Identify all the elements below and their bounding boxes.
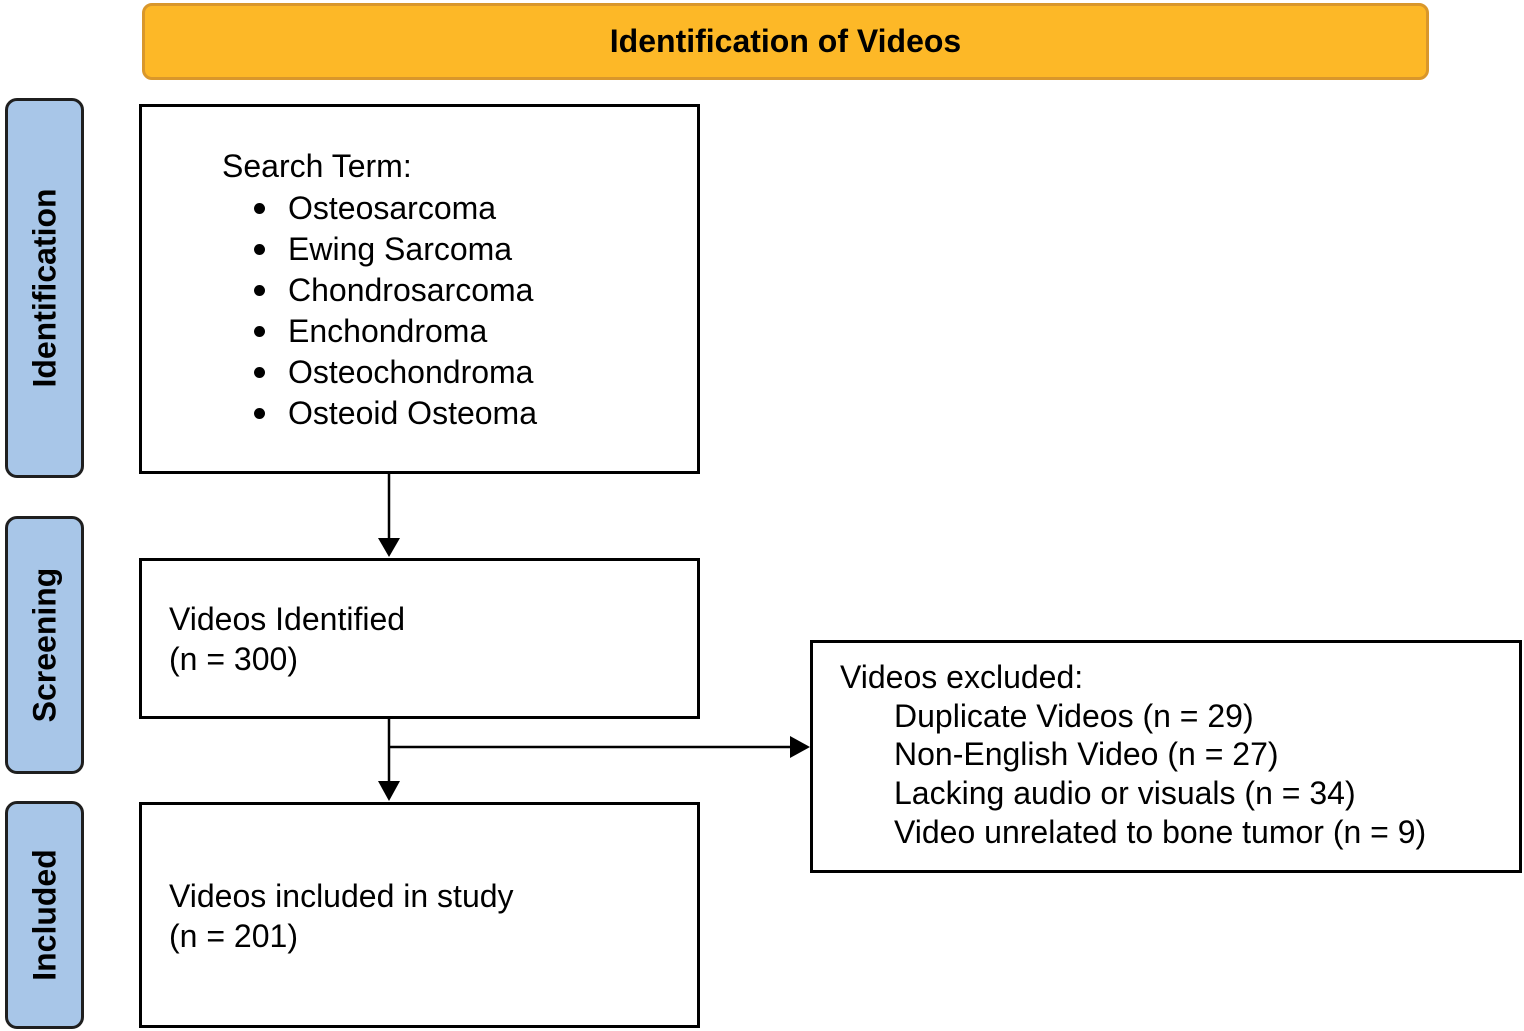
bullet-icon	[254, 326, 265, 337]
videos-identified-box	[139, 558, 700, 719]
videos-excluded-heading: Videos excluded:	[840, 659, 1084, 695]
search-term-box	[139, 104, 700, 474]
search-term-item: Enchondroma	[288, 313, 488, 349]
excluded-reason: Duplicate Videos (n = 29)	[894, 698, 1254, 734]
search-term-item: Ewing Sarcoma	[288, 231, 513, 267]
excluded-reason: Lacking audio or visuals (n = 34)	[894, 775, 1356, 811]
search-term-item: Chondrosarcoma	[288, 272, 534, 308]
arrowhead-down-icon	[378, 538, 400, 557]
search-term-item: Osteoid Osteoma	[288, 395, 537, 431]
bullet-icon	[254, 367, 265, 378]
videos-included-count: (n = 201)	[169, 918, 298, 954]
search-term-item: Osteosarcoma	[288, 190, 497, 226]
bullet-icon	[254, 285, 265, 296]
excluded-reason: Video unrelated to bone tumor (n = 9)	[894, 814, 1427, 850]
search-term-item: Osteochondroma	[288, 354, 534, 390]
search-term-heading: Search Term:	[222, 148, 412, 184]
header-title: Identification of Videos	[609, 23, 962, 59]
videos-identified-count: (n = 300)	[169, 641, 298, 677]
header-banner: Identification of Videos	[142, 3, 1429, 80]
arrowhead-down-icon	[378, 781, 400, 801]
bullet-icon	[254, 408, 265, 419]
bullet-icon	[254, 244, 265, 255]
phase-included: Included	[5, 801, 84, 1029]
videos-included-box	[139, 802, 700, 1028]
videos-included-label: Videos included in study	[169, 878, 514, 914]
excluded-reason: Non-English Video (n = 27)	[894, 736, 1279, 772]
videos-excluded-box	[810, 640, 1522, 873]
phase-screening: Screening	[5, 516, 84, 774]
arrowhead-right-icon	[790, 736, 810, 758]
videos-identified-label: Videos Identified	[169, 601, 406, 637]
phase-identification: Identification	[5, 98, 84, 478]
bullet-icon	[254, 203, 265, 214]
